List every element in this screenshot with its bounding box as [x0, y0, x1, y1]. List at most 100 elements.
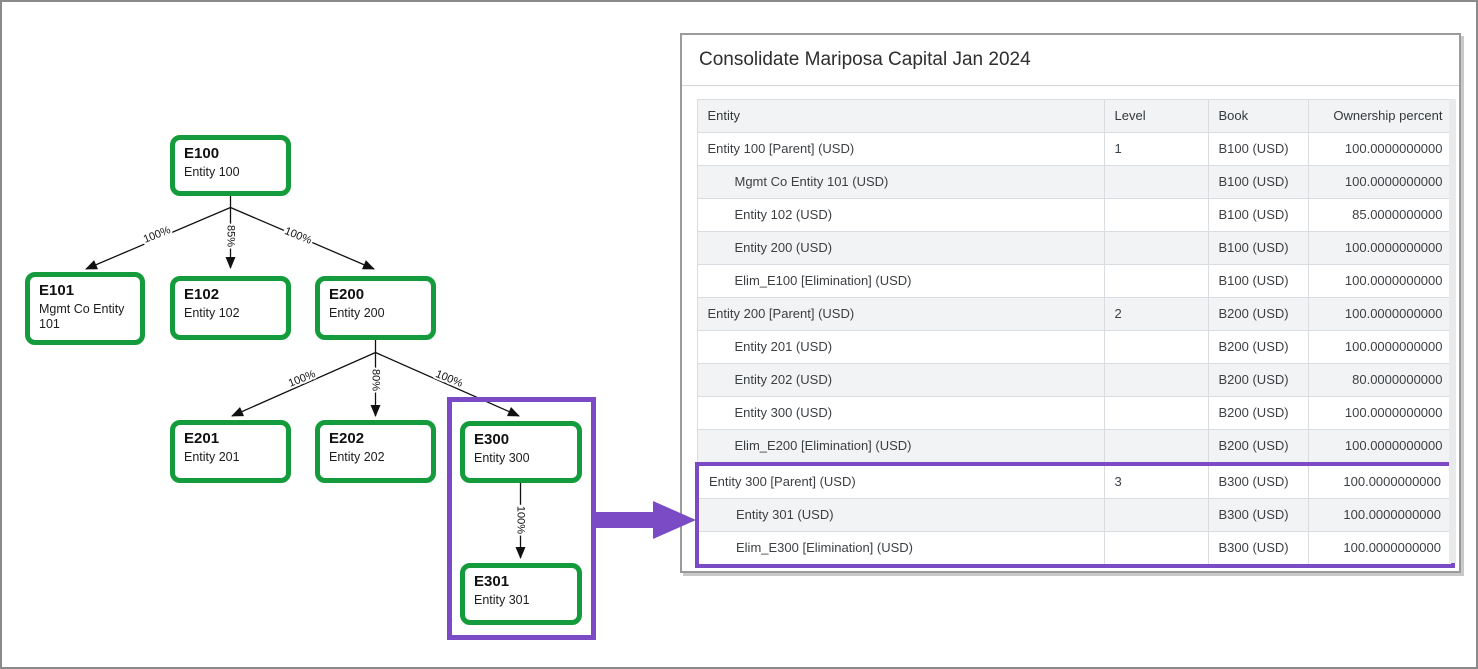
ownership-cell: 80.0000000000 [1307, 363, 1454, 397]
entity-cell: Elim_E100 [Elimination] (USD) [696, 264, 1105, 298]
column-header-level: Level [1103, 99, 1209, 133]
highlight-box-e300-group [447, 397, 596, 640]
edge-label: 100% [142, 224, 173, 246]
entity-label: Entity 200 [329, 305, 385, 320]
book-cell: B200 (USD) [1207, 330, 1309, 364]
ownership-cell: 100.0000000000 [1307, 429, 1454, 465]
consolidation-table-wrap: Entity Level Book Ownership percent Enti… [695, 99, 1455, 568]
ownership-cell: 100.0000000000 [1307, 498, 1455, 532]
table-row[interactable]: Entity 100 [Parent] (USD) 1 B100 (USD) 1… [696, 132, 1454, 166]
column-header-ownership: Ownership percent [1307, 99, 1454, 133]
level-cell: 2 [1103, 297, 1209, 331]
book-cell: B200 (USD) [1207, 363, 1309, 397]
entity-cell: Entity 300 (USD) [696, 396, 1105, 430]
book-cell: B100 (USD) [1207, 231, 1309, 265]
level-cell [1103, 531, 1209, 568]
entity-code: E101 [39, 282, 75, 299]
entity-cell: Entity 200 [Parent] (USD) [696, 297, 1105, 331]
entity-node-e301[interactable]: E301 Entity 301 [460, 563, 582, 625]
entity-cell: Entity 300 [Parent] (USD) [695, 462, 1105, 499]
column-header-book: Book [1207, 99, 1309, 133]
entity-code: E202 [329, 430, 365, 447]
entity-label: Entity 202 [329, 449, 385, 464]
edge-label: 80% [370, 369, 382, 391]
entity-node-e300[interactable]: E300 Entity 300 [460, 421, 582, 483]
book-cell: B200 (USD) [1207, 429, 1309, 465]
entity-cell: Mgmt Co Entity 101 (USD) [696, 165, 1105, 199]
table-row[interactable]: Entity 200 (USD) B100 (USD) 100.00000000… [696, 231, 1454, 265]
level-cell [1103, 429, 1209, 465]
table-scrollbar[interactable] [1449, 99, 1456, 563]
ownership-cell: 100.0000000000 [1307, 264, 1454, 298]
book-cell: B300 (USD) [1207, 531, 1309, 568]
book-cell: B100 (USD) [1207, 198, 1309, 232]
edge-line [230, 206, 375, 270]
entity-cell: Entity 102 (USD) [696, 198, 1105, 232]
consolidation-panel: Consolidate Mariposa Capital Jan 2024 En… [680, 33, 1461, 573]
entity-node-e200[interactable]: E200 Entity 200 [315, 276, 436, 340]
entity-label: Entity 100 [184, 164, 240, 179]
table-row[interactable]: Entity 300 (USD) B200 (USD) 100.00000000… [696, 396, 1454, 430]
level-cell [1103, 264, 1209, 298]
table-row[interactable]: Entity 201 (USD) B200 (USD) 100.00000000… [696, 330, 1454, 364]
edge-label: 100% [434, 368, 465, 390]
level-cell: 1 [1103, 132, 1209, 166]
ownership-cell: 100.0000000000 [1307, 330, 1454, 364]
entity-code: E100 [184, 145, 220, 162]
book-cell: B200 (USD) [1207, 396, 1309, 430]
level-cell [1103, 363, 1209, 397]
entity-label: Mgmt Co Entity 101 [39, 301, 125, 331]
entity-node-e100[interactable]: E100 Entity 100 [170, 135, 291, 196]
entity-cell: Entity 202 (USD) [696, 363, 1105, 397]
entity-node-e202[interactable]: E202 Entity 202 [315, 420, 436, 483]
entity-node-e102[interactable]: E102 Entity 102 [170, 276, 291, 340]
entity-label: Entity 102 [184, 305, 240, 320]
edge-line [231, 351, 376, 417]
entity-cell: Entity 201 (USD) [696, 330, 1105, 364]
entity-code: E102 [184, 286, 220, 303]
table-row[interactable]: Mgmt Co Entity 101 (USD) B100 (USD) 100.… [696, 165, 1454, 199]
ownership-cell: 85.0000000000 [1307, 198, 1454, 232]
table-row[interactable]: Entity 102 (USD) B100 (USD) 85.000000000… [696, 198, 1454, 232]
table-row-highlighted[interactable]: Elim_E300 [Elimination] (USD) B300 (USD)… [695, 531, 1455, 568]
level-cell [1103, 498, 1209, 532]
book-cell: B100 (USD) [1207, 132, 1309, 166]
edge-label: 100% [283, 225, 314, 247]
level-cell: 3 [1103, 462, 1209, 499]
level-cell [1103, 165, 1209, 199]
table-row[interactable]: Entity 202 (USD) B200 (USD) 80.000000000… [696, 363, 1454, 397]
book-cell: B100 (USD) [1207, 264, 1309, 298]
column-header-entity: Entity [696, 99, 1105, 133]
entity-label: Entity 300 [474, 450, 530, 465]
entity-cell: Elim_E300 [Elimination] (USD) [695, 531, 1105, 568]
entity-node-e101[interactable]: E101 Mgmt Co Entity 101 [25, 272, 145, 345]
level-cell [1103, 396, 1209, 430]
consolidation-table: Entity Level Book Ownership percent Enti… [695, 99, 1455, 568]
table-row[interactable]: Entity 200 [Parent] (USD) 2 B200 (USD) 1… [696, 297, 1454, 331]
table-row-highlighted[interactable]: Entity 300 [Parent] (USD) 3 B300 (USD) 1… [695, 462, 1455, 499]
entity-code: E301 [474, 573, 510, 590]
ownership-cell: 100.0000000000 [1307, 462, 1455, 499]
ownership-cell: 100.0000000000 [1307, 165, 1454, 199]
book-cell: B300 (USD) [1207, 498, 1309, 532]
edge-label: 100% [287, 368, 318, 390]
book-cell: B100 (USD) [1207, 165, 1309, 199]
entity-label: Entity 301 [474, 592, 530, 607]
level-cell [1103, 198, 1209, 232]
ownership-cell: 100.0000000000 [1307, 396, 1454, 430]
ownership-cell: 100.0000000000 [1307, 132, 1454, 166]
ownership-cell: 100.0000000000 [1307, 297, 1454, 331]
table-row[interactable]: Elim_E100 [Elimination] (USD) B100 (USD)… [696, 264, 1454, 298]
edge-line [85, 206, 231, 270]
table-row-highlighted[interactable]: Entity 301 (USD) B300 (USD) 100.00000000… [695, 498, 1455, 532]
table-row[interactable]: Elim_E200 [Elimination] (USD) B200 (USD)… [696, 429, 1454, 465]
table-header-row: Entity Level Book Ownership percent [696, 99, 1454, 133]
entity-node-e201[interactable]: E201 Entity 201 [170, 420, 291, 483]
edge-label: 85% [225, 225, 237, 247]
ownership-cell: 100.0000000000 [1307, 231, 1454, 265]
entity-code: E201 [184, 430, 220, 447]
entity-label: Entity 201 [184, 449, 240, 464]
book-cell: B300 (USD) [1207, 462, 1309, 499]
level-cell [1103, 330, 1209, 364]
